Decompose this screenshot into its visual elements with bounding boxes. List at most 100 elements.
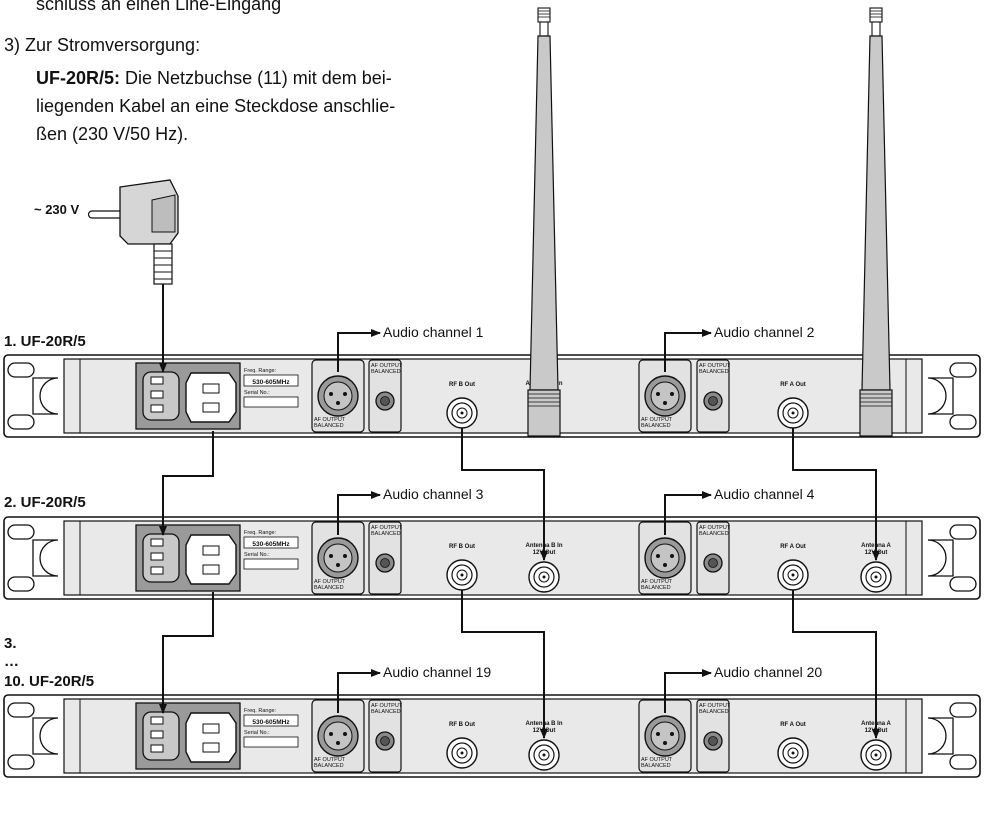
xlr-out-a-face	[650, 381, 680, 411]
antenna-b	[527, 7, 561, 437]
rf-a-out-label: RF A Out	[780, 382, 806, 388]
xlr-out-b-pin-1	[329, 732, 333, 736]
jack-out-b-hole	[380, 736, 390, 746]
jack-out-a-label-bal: BALANCED	[699, 709, 729, 715]
instruction-text-partial: schluss an einen Line-Eingang	[36, 0, 282, 14]
xlr-out-a-pin-2	[670, 392, 674, 396]
serial-label: Serial No.:	[244, 552, 270, 558]
step-3-body-line-1: UF-20R/5: Die Netzbuchse (11) mit dem be…	[36, 66, 392, 91]
iec-pin-bottom	[202, 564, 220, 575]
xlr-out-a-label-af: AF OUTPUT	[641, 417, 673, 423]
serial-box	[243, 736, 299, 748]
antenna-a-base	[859, 389, 893, 437]
xlr-out-b-label-af: AF OUTPUT	[314, 757, 346, 763]
rf-a-cable-1-2	[792, 428, 880, 561]
xlr-out-a-pin-2	[670, 732, 674, 736]
freq-value-text: 530-605MHz	[252, 379, 290, 386]
fuse-slot-1	[150, 376, 164, 385]
antenna-a-cap	[869, 7, 883, 23]
mount-slot-tr	[949, 362, 977, 378]
unit-10-label: 10. UF-20R/5	[4, 673, 95, 690]
rf-b-out-jack-pin	[460, 411, 464, 415]
rf-a-out-jack-pin	[791, 411, 795, 415]
audio-cable-19	[337, 669, 381, 713]
rf-a-out-label: RF A Out	[780, 544, 806, 550]
antenna-a-shaft	[861, 35, 891, 391]
fuse-slot-2	[150, 730, 164, 739]
rf-a-out-jack-pin	[791, 751, 795, 755]
xlr-out-a-pin-3	[663, 563, 667, 567]
jack-out-b-label-bal: BALANCED	[371, 531, 401, 537]
xlr-out-b-label-af: AF OUTPUT	[314, 417, 346, 423]
jack-out-b-hole	[380, 396, 390, 406]
serial-label: Serial No.:	[244, 730, 270, 736]
handle-left	[32, 539, 59, 577]
fuse-slot-3	[150, 566, 164, 575]
freq-range-label: Freq. Range:	[244, 368, 277, 374]
xlr-out-a-pin-3	[663, 401, 667, 405]
xlr-out-a-pin-3	[663, 741, 667, 745]
iec-socket	[185, 372, 237, 423]
mount-slot-br	[949, 576, 977, 592]
xlr-out-b-face	[323, 721, 353, 751]
fuse-slot-1	[150, 716, 164, 725]
rf-a-out-label: RF A Out	[780, 722, 806, 728]
handle-left	[32, 377, 59, 415]
rf-b-out-jack-pin	[460, 573, 464, 577]
handle-right	[927, 539, 954, 577]
xlr-out-b-face	[323, 381, 353, 411]
jack-out-b-label-af: AF OUTPUT	[371, 525, 403, 531]
xlr-out-b-face	[323, 543, 353, 573]
audio-channel-4-label: Audio channel 4	[714, 486, 815, 502]
mains-plug	[87, 179, 179, 285]
audio-channel-2-label: Audio channel 2	[714, 324, 815, 340]
step-3-body-line-2: liegenden Kabel an eine Steckdose anschl…	[36, 96, 396, 116]
mount-slot-tr	[949, 524, 977, 540]
serial-box	[243, 396, 299, 408]
serial-label: Serial No.:	[244, 390, 270, 396]
rf-b-out-jack-pin	[460, 751, 464, 755]
jack-out-a-label-af: AF OUTPUT	[699, 703, 731, 709]
rf-b-cable-2-10	[461, 590, 548, 739]
jack-out-b-label-af: AF OUTPUT	[371, 703, 403, 709]
jack-out-a-hole	[708, 558, 718, 568]
xlr-out-b-label-af: AF OUTPUT	[314, 579, 346, 585]
antenna-a	[859, 7, 893, 437]
xlr-out-b-pin-2	[343, 732, 347, 736]
xlr-out-b-pin-2	[343, 392, 347, 396]
mount-slot-tl	[7, 702, 35, 718]
unit-2-label: 2. UF-20R/5	[4, 494, 86, 511]
jack-out-a-label-af: AF OUTPUT	[699, 525, 731, 531]
antenna-b-cap	[537, 7, 551, 23]
antenna-b-neck	[539, 21, 549, 37]
step-3-heading: 3) Zur Stromversorgung:	[4, 35, 201, 55]
freq-value-text: 530-605MHz	[252, 541, 290, 548]
freq-range-label: Freq. Range:	[244, 530, 277, 536]
fuse-slot-2	[150, 390, 164, 399]
iec-pin-bottom	[202, 402, 220, 413]
step-3-line-1-text: Die Netzbuchse (11) mit dem bei-	[125, 68, 392, 88]
jack-out-b-label-af: AF OUTPUT	[371, 363, 403, 369]
fuse-slot-3	[150, 744, 164, 753]
xlr-out-a-pin-1	[656, 392, 660, 396]
xlr-out-a-label-af: AF OUTPUT	[641, 579, 673, 585]
xlr-out-b-label-bal: BALANCED	[314, 423, 344, 429]
audio-channel-20-label: Audio channel 20	[714, 664, 823, 680]
xlr-out-a-face	[650, 543, 680, 573]
antenna-b-base	[527, 389, 561, 437]
xlr-out-b-pin-2	[343, 554, 347, 558]
audio-channel-1-label: Audio channel 1	[383, 324, 484, 340]
jack-out-a-label-bal: BALANCED	[699, 369, 729, 375]
mount-slot-tl	[7, 362, 35, 378]
antenna-a-in-jack-pin	[874, 753, 878, 757]
iec-pin-top	[202, 723, 220, 734]
jack-out-b-hole	[380, 558, 390, 568]
fuse-slot-2	[150, 552, 164, 561]
freq-value-box	[243, 374, 299, 387]
xlr-out-b-pin-3	[336, 563, 340, 567]
jack-out-a-label-af: AF OUTPUT	[699, 363, 731, 369]
